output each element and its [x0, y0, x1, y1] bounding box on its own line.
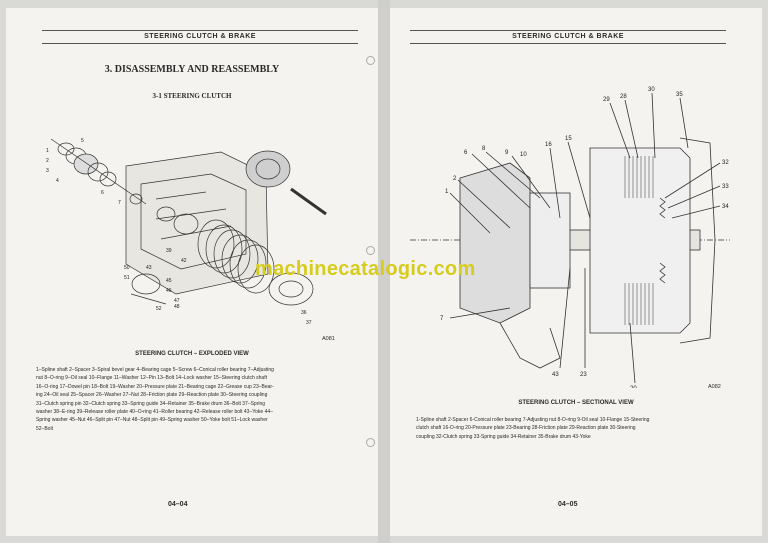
callout-2: 2 — [453, 176, 457, 182]
binder-hole — [366, 56, 375, 65]
figure-code: A081 — [322, 336, 335, 342]
callout-35: 35 — [676, 92, 683, 98]
callout: 7 — [118, 200, 121, 206]
callout-1: 1 — [445, 189, 449, 195]
legend-line: 31–Clutch spring pin 32–Clutch spring 33… — [36, 400, 266, 407]
legend-line: 1–Spline shaft 2–Spacer 3–Spiral bevel g… — [36, 367, 274, 373]
right-manual-page: STEERING CLUTCH & BRAKE — [390, 8, 762, 536]
callout: 45 — [166, 278, 172, 284]
figure-caption: STEERING CLUTCH – EXPLODED VIEW — [135, 351, 249, 357]
figure-code: A082 — [708, 384, 721, 390]
callout: 36 — [301, 310, 307, 316]
callout: 3 — [46, 168, 49, 174]
watermark-text: machinecatalogic.com — [255, 258, 476, 280]
callout-8: 8 — [482, 146, 486, 152]
callout: 5 — [81, 138, 84, 144]
parts-legend: 1-Spline shaft 2-Spacer 6-Conical roller… — [416, 416, 746, 441]
callout-28: 28 — [620, 94, 627, 100]
section-title: 3. DISASSEMBLY AND REASSEMBLY — [104, 64, 280, 75]
callout-16: 16 — [545, 142, 552, 148]
callout: 46 — [166, 288, 172, 294]
callout-32: 32 — [722, 160, 729, 166]
legend-line: nut 8–O-ring 9–Oil seal 10–Flange 11–Was… — [36, 375, 267, 382]
callout-9: 9 — [505, 150, 509, 156]
callout: 39 — [166, 248, 172, 254]
book-gutter — [378, 0, 390, 543]
exploded-view-diagram: 5 1 2 3 4 6 7 39 42 43 50 51 45 46 47 48… — [46, 138, 327, 326]
callout: 43 — [146, 265, 152, 271]
binder-hole — [366, 246, 375, 255]
callout-6: 6 — [464, 150, 468, 156]
left-header: STEERING CLUTCH & BRAKE — [42, 30, 358, 44]
callout: 37 — [306, 320, 312, 326]
callout-33: 33 — [722, 184, 729, 190]
left-manual-page: STEERING CLUTCH & BRAKE 3. DISASSEMBLY A… — [6, 8, 378, 536]
page-number: 04–05 — [558, 501, 578, 508]
callout-30: 30 — [648, 87, 655, 93]
callout: 51 — [124, 275, 130, 281]
callout-7: 7 — [440, 316, 444, 322]
sub-title: 3-1 STEERING CLUTCH — [152, 92, 232, 100]
parts-legend: 1–Spline shaft 2–Spacer 3–Spiral bevel g… — [36, 366, 366, 433]
callout-43: 43 — [552, 372, 559, 378]
sectional-view-diagram: 1 2 6 8 9 10 16 15 29 28 30 35 32 33 34 … — [410, 87, 730, 388]
callout: 52 — [156, 306, 162, 312]
callout-23: 23 — [580, 372, 587, 378]
binder-hole — [366, 438, 375, 447]
legend-line: 1-Spline shaft 2-Spacer 6-Conical roller… — [416, 417, 650, 423]
callout: 6 — [101, 190, 104, 196]
callout: 2 — [46, 158, 49, 164]
legend-line: washer 38–E-ring 39–Release roller plate… — [36, 409, 273, 416]
figure-caption: STEERING CLUTCH – SECTIONAL VIEW — [518, 400, 634, 406]
callout: 48 — [174, 304, 180, 310]
legend-line: ing 24–Oil seal 25–Spacer 26–Washer 27–N… — [36, 392, 268, 399]
legend-line: 16–O-ring 17–Dowel pin 18–Bolt 19–Washer… — [36, 383, 274, 390]
legend-line: clutch shaft 16-O-ring 20-Pressure plate… — [416, 425, 636, 432]
callout: 1 — [46, 148, 49, 154]
legend-line: Spring washer 45–Nut 46–Split pin 47–Nut… — [36, 417, 268, 424]
callout-15: 15 — [565, 136, 572, 142]
callout: 50 — [124, 265, 130, 271]
legend-line: coupling 32-Clutch spring 33-Spring guid… — [416, 433, 591, 440]
callout-29: 29 — [603, 97, 610, 103]
callout: 47 — [174, 298, 180, 304]
legend-line: 52–Bolt — [36, 425, 53, 432]
page-number: 04–04 — [168, 501, 188, 508]
callout-34: 34 — [722, 204, 729, 210]
callout: 4 — [56, 178, 59, 184]
callout-10: 10 — [520, 152, 527, 158]
callout: 42 — [181, 258, 187, 264]
callout-20: 20 — [630, 386, 637, 388]
right-header: STEERING CLUTCH & BRAKE — [410, 30, 726, 44]
